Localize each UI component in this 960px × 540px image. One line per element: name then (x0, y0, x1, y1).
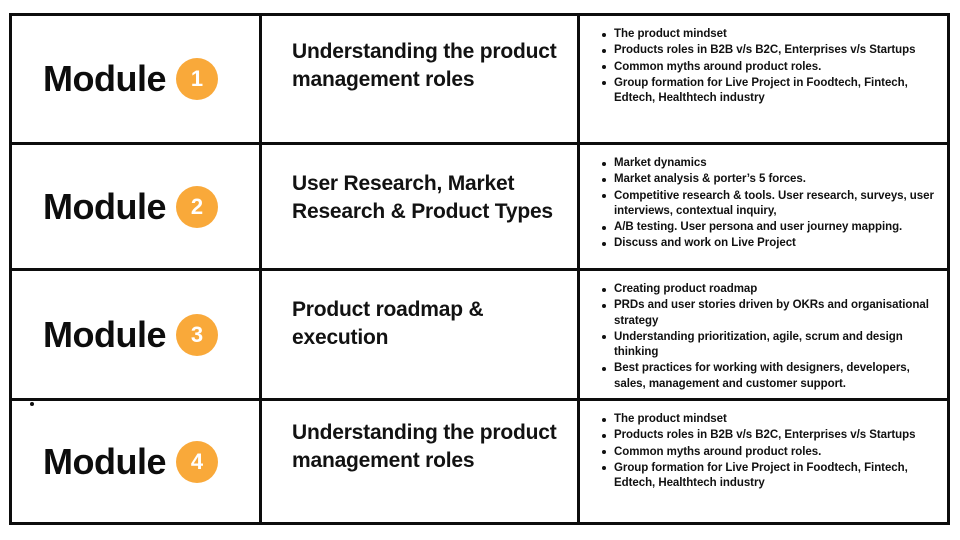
module-title-cell: Understanding the product management rol… (262, 401, 580, 522)
list-item: Best practices for working with designer… (602, 361, 935, 392)
table-row: Module 4 Understanding the product manag… (12, 401, 947, 522)
module-topics-cell: The product mindset Products roles in B2… (580, 16, 947, 142)
module-topics-cell: Creating product roadmap PRDs and user s… (580, 271, 947, 398)
module-number-badge: 3 (175, 313, 218, 356)
list-item: Understanding prioritization, agile, scr… (602, 330, 935, 361)
module-label: Module (43, 440, 166, 482)
module-curriculum-table: Module 1 Understanding the product manag… (9, 13, 950, 525)
list-item: The product mindset (602, 412, 935, 427)
list-item: PRDs and user stories driven by OKRs and… (602, 298, 935, 329)
module-title-cell: Product roadmap & execution (262, 271, 580, 398)
table-row: Module 1 Understanding the product manag… (12, 16, 947, 145)
topic-list: Creating product roadmap PRDs and user s… (596, 282, 935, 393)
table-row: Module 3 Product roadmap & execution Cre… (12, 271, 947, 401)
module-title: User Research, Market Research & Product… (292, 172, 553, 223)
list-item: The product mindset (602, 27, 935, 42)
module-cell: Module 3 (12, 271, 262, 398)
list-item: Discuss and work on Live Project (602, 236, 935, 251)
topic-list: Market dynamics Market analysis & porter… (596, 156, 935, 253)
list-item: Common myths around product roles. (602, 445, 935, 460)
module-title: Understanding the product management rol… (292, 421, 557, 472)
list-item: Group formation for Live Project in Food… (602, 461, 935, 492)
list-item: Market dynamics (602, 156, 935, 171)
list-item: Products roles in B2B v/s B2C, Enterpris… (602, 428, 935, 443)
module-label: Module (43, 58, 166, 99)
module-label: Module (43, 185, 166, 227)
module-number-badge: 2 (175, 185, 218, 228)
module-title: Product roadmap & execution (292, 298, 484, 349)
module-topics-cell: Market dynamics Market analysis & porter… (580, 145, 947, 268)
list-item: Common myths around product roles. (602, 60, 935, 75)
module-number-badge: 1 (175, 58, 218, 100)
list-item: Market analysis & porter’s 5 forces. (602, 172, 935, 187)
module-cell: Module 2 (12, 145, 262, 268)
list-item: Competitive research & tools. User resea… (602, 189, 935, 220)
stray-bullet-marker (30, 402, 34, 406)
list-item: Products roles in B2B v/s B2C, Enterpris… (602, 43, 935, 58)
module-topics-cell: The product mindset Products roles in B2… (30, 401, 947, 522)
module-label: Module (43, 313, 166, 355)
list-item: A/B testing. User persona and user journ… (602, 220, 935, 235)
module-number-badge: 4 (175, 440, 218, 483)
topic-list: The product mindset Products roles in B2… (596, 27, 935, 107)
module-title: Understanding the product management rol… (292, 40, 557, 91)
module-cell: Module 4 (12, 401, 262, 522)
module-cell: Module 1 (12, 16, 262, 142)
table-row: Module 2 User Research, Market Research … (12, 145, 947, 271)
topic-list: The product mindset Products roles in B2… (596, 412, 935, 492)
list-item: Group formation for Live Project in Food… (602, 76, 935, 107)
list-item: Creating product roadmap (602, 282, 935, 297)
module-title-cell: User Research, Market Research & Product… (262, 145, 580, 268)
module-title-cell: Understanding the product management rol… (262, 16, 580, 142)
